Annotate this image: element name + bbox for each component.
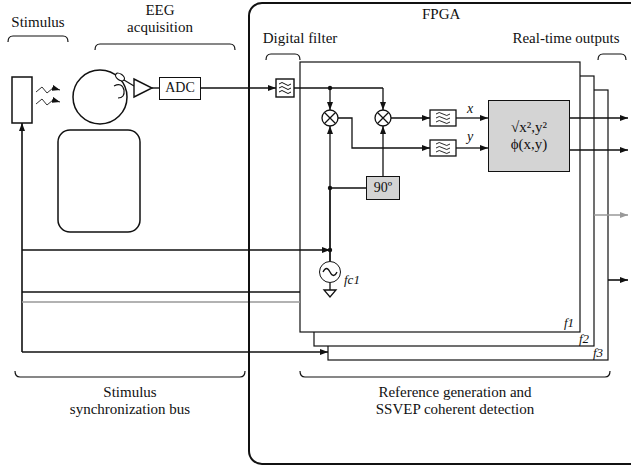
channel-panel: f2	[314, 76, 594, 346]
filter-symbol	[276, 79, 294, 97]
output-arrow	[594, 214, 628, 216]
bus-wire	[22, 249, 330, 251]
filter-wave	[279, 91, 291, 94]
oscillator-wave	[323, 269, 337, 276]
reference-wire	[382, 126, 383, 176]
mixer-cross	[325, 113, 336, 124]
body	[58, 130, 140, 232]
head	[73, 70, 127, 124]
filter-wave	[279, 87, 291, 90]
text-label: x	[463, 101, 477, 117]
text-label: Real-time outputs	[507, 30, 625, 47]
output-arrow	[570, 149, 628, 151]
bus-wire	[22, 351, 328, 353]
wire	[200, 87, 276, 88]
text-label: y	[463, 129, 477, 145]
junction-dot	[382, 87, 383, 88]
magnitude-phase-box: √x²,y²ϕ(x,y)	[488, 100, 570, 172]
mixer-symbol	[375, 110, 391, 126]
adc-box: ADC	[159, 77, 201, 100]
mixer-cross	[378, 113, 389, 124]
node-text: f3	[593, 346, 603, 361]
bracket	[266, 54, 300, 60]
signal-wire	[329, 88, 330, 110]
stimulus-box	[12, 77, 32, 123]
mixer-symbol	[322, 110, 338, 126]
bracket	[15, 371, 245, 377]
output-arrow	[608, 279, 628, 281]
node-text: ADC	[165, 80, 195, 96]
node-text: fc1	[344, 273, 360, 288]
phase-shift-box: 90º	[366, 176, 400, 200]
bus-wire	[21, 123, 23, 352]
junction-dot	[328, 86, 332, 90]
channel-panel	[300, 62, 580, 332]
bus-wire	[22, 301, 300, 303]
bracket	[95, 44, 235, 50]
text-label: Stimulus	[1, 14, 75, 31]
bus-wire	[22, 291, 300, 293]
filter-output	[456, 147, 488, 148]
light-ray	[36, 99, 60, 105]
text-label: EEG acquisition	[117, 2, 203, 37]
electrode-wire	[124, 80, 134, 86]
text-label: Stimulus synchronization bus	[55, 384, 205, 419]
light-ray	[36, 87, 60, 93]
filter-output	[456, 117, 488, 118]
node-text: f2	[579, 332, 589, 347]
text-label: Digital filter	[257, 30, 343, 47]
amplifier-symbol	[134, 79, 152, 97]
output-arrow	[570, 117, 628, 119]
mixer-output	[391, 117, 430, 118]
node-text: ϕ(x,y)	[511, 136, 548, 153]
node-text: FPGA	[422, 6, 460, 23]
ground-symbol	[324, 283, 336, 297]
lowpass-wave	[436, 143, 450, 154]
oscillator-circle: fc1	[319, 261, 341, 283]
bracket	[300, 371, 610, 377]
signal-wire	[382, 88, 383, 110]
ear	[114, 85, 124, 98]
node-text: √x²,y²	[511, 119, 547, 136]
signal-wire	[294, 87, 383, 88]
lowpass-wave	[436, 113, 450, 124]
lowpass-symbol	[430, 140, 456, 156]
bracket	[598, 54, 626, 60]
text-label: Reference generation and SSVEP coherent …	[360, 384, 550, 419]
lowpass-symbol	[430, 110, 456, 126]
bracket	[8, 36, 68, 42]
channel-panel: f1 90º fc1 √x²,y²ϕ(x,y)	[300, 62, 580, 332]
node-text: f1	[564, 316, 574, 331]
node-text: 90º	[374, 180, 392, 196]
filter-wave	[279, 83, 291, 86]
connector	[330, 188, 366, 261]
